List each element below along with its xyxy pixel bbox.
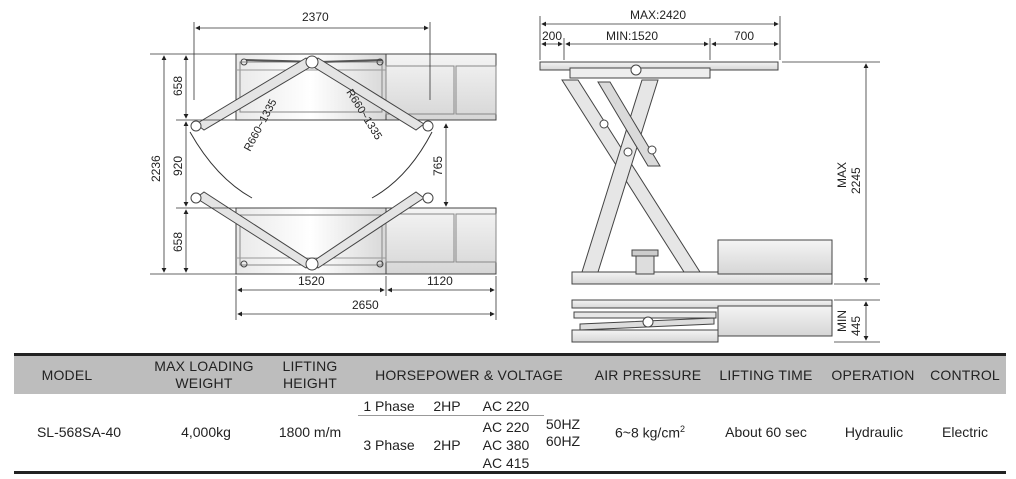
dim-inner-gap: 765 bbox=[431, 156, 445, 176]
phase-divider bbox=[358, 415, 544, 416]
dim-bottom-left: 1520 bbox=[298, 274, 325, 288]
header-lifting-line2: HEIGHT bbox=[282, 375, 338, 391]
cell-lifting-time: About 60 sec bbox=[725, 424, 807, 440]
air-pressure-value: 6~8 kg/cm bbox=[615, 424, 680, 441]
cell-hz-60: 60HZ bbox=[545, 433, 581, 449]
cell-operation: Hydraulic bbox=[844, 424, 904, 440]
cell-max-loading: 4,000kg bbox=[181, 424, 231, 440]
header-operation: OPERATION bbox=[831, 366, 915, 383]
header-max-loading: MAX LOADING WEIGHT bbox=[140, 356, 268, 394]
header-lifting-time: LIFTING TIME bbox=[719, 366, 813, 383]
header-lifting-height: LIFTING HEIGHT bbox=[270, 356, 350, 394]
cell-control: Electric bbox=[942, 424, 988, 440]
dim-left-top: 658 bbox=[171, 76, 185, 96]
cell-phase3-voltage-2: AC 380 bbox=[482, 437, 530, 453]
header-accent-bar bbox=[14, 353, 132, 356]
header-control: CONTROL bbox=[930, 366, 1000, 383]
spec-table: MODEL MAX LOADING WEIGHT LIFTING HEIGHT … bbox=[14, 353, 1006, 475]
table-bottom-rule bbox=[14, 471, 1006, 474]
dim-height-max-value: 2245 bbox=[849, 167, 863, 194]
cell-phase3-hp: 2HP bbox=[433, 437, 461, 453]
dim-side-200: 200 bbox=[542, 29, 562, 43]
dim-height-min-value: 445 bbox=[849, 316, 863, 336]
dim-side-700: 700 bbox=[734, 29, 754, 43]
dim-height-min-label: MIN bbox=[835, 310, 849, 332]
header-model: MODEL bbox=[41, 366, 93, 383]
dim-side-max: MAX:2420 bbox=[630, 8, 686, 22]
dim-top-width: 2370 bbox=[302, 10, 329, 24]
dim-left-total: 2236 bbox=[149, 155, 163, 182]
cell-phase3-voltage-3: AC 415 bbox=[482, 455, 530, 471]
dim-bottom-total: 2650 bbox=[352, 298, 379, 312]
air-pressure-unit-sup: 2 bbox=[679, 424, 685, 434]
cell-phase3-voltage-1: AC 220 bbox=[482, 419, 530, 435]
cell-phase1-voltage: AC 220 bbox=[482, 398, 530, 414]
spec-table-header: MODEL MAX LOADING WEIGHT LIFTING HEIGHT … bbox=[14, 353, 1006, 394]
header-air-pressure: AIR PRESSURE bbox=[594, 366, 702, 383]
cell-air-pressure: 6~8 kg/cm2 bbox=[594, 424, 706, 441]
dim-height-max-label: MAX bbox=[835, 162, 849, 188]
cell-phase1: 1 Phase bbox=[363, 398, 415, 414]
header-max-loading-line1: MAX LOADING bbox=[154, 358, 254, 374]
lift-technical-drawing: 2370 1520 1120 2650 2236 658 920 658 765… bbox=[149, 8, 880, 343]
cell-lifting-height: 1800 m/m bbox=[278, 424, 342, 440]
plan-view bbox=[189, 53, 497, 275]
cell-hz-50: 50HZ bbox=[545, 416, 581, 432]
header-lifting-line1: LIFTING bbox=[282, 358, 338, 374]
dim-side-min: MIN:1520 bbox=[606, 29, 658, 43]
dim-left-bot: 658 bbox=[171, 232, 185, 252]
cell-phase1-hp: 2HP bbox=[433, 398, 461, 414]
dim-bottom-right: 1120 bbox=[427, 274, 453, 288]
cell-phase3: 3 Phase bbox=[363, 437, 415, 453]
dim-left-mid: 920 bbox=[171, 156, 185, 176]
header-hp-voltage: HORSEPOWER & VOLTAGE bbox=[375, 366, 563, 383]
header-max-loading-line2: WEIGHT bbox=[175, 375, 233, 391]
side-view bbox=[539, 61, 833, 343]
cell-model: SL-568SA-40 bbox=[36, 424, 122, 440]
